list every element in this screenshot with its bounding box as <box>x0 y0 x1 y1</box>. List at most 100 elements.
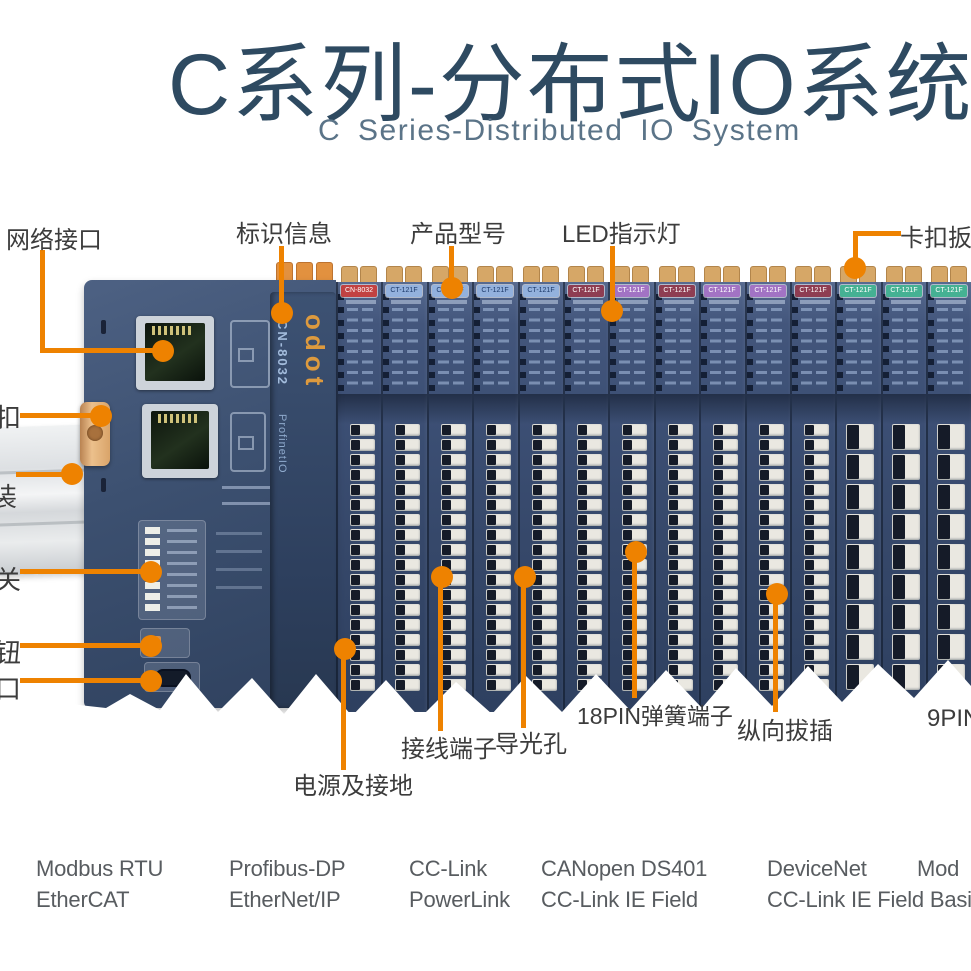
spring-terminal <box>846 634 874 660</box>
module-label: CT-121F <box>659 285 695 297</box>
module-subheader <box>664 300 694 304</box>
spring-terminal <box>713 499 738 511</box>
spring-terminal <box>486 604 511 616</box>
brand-logo: odot <box>300 314 330 391</box>
spring-terminal <box>350 604 375 616</box>
terminal-strip <box>395 424 420 694</box>
spring-terminal <box>395 619 420 631</box>
module-notches <box>338 294 344 394</box>
spring-terminal <box>395 604 420 616</box>
led-column <box>846 308 857 392</box>
dip-print <box>216 532 262 535</box>
callout-18pin-spring-terminal: 18PIN弹簧端子 <box>577 703 733 729</box>
callout-cut-zhuang: 装 <box>0 482 18 512</box>
bus-connector-tab <box>316 262 333 281</box>
callout-line <box>20 678 144 683</box>
io-module-1: CT-121F <box>381 282 428 712</box>
coupler-side-face: CN-8032 ProfinetIO odot <box>270 292 336 708</box>
led-column <box>453 308 464 392</box>
spring-terminal <box>395 439 420 451</box>
module-notches <box>928 294 934 394</box>
spring-terminal <box>532 574 557 586</box>
spring-terminal <box>804 649 829 661</box>
spring-terminal <box>804 574 829 586</box>
led-column <box>619 308 630 392</box>
callout-line <box>521 583 526 728</box>
spring-terminal <box>713 544 738 556</box>
spring-terminal <box>759 529 784 541</box>
spring-terminal <box>804 634 829 646</box>
led-column <box>710 308 721 392</box>
protocol-cc-link: CC-Link <box>409 856 488 881</box>
led-column <box>574 308 585 392</box>
spring-terminal <box>713 484 738 496</box>
spring-terminal <box>759 469 784 481</box>
callout-cut-niu: 钮 <box>0 638 22 668</box>
module-subheader <box>528 300 558 304</box>
spring-terminal <box>759 454 784 466</box>
spring-terminal <box>937 604 965 630</box>
io-module-5: CT-121F <box>563 282 610 712</box>
spring-terminal <box>441 424 466 436</box>
module-subheader <box>437 300 467 304</box>
callout-dot <box>766 583 788 605</box>
spring-terminal <box>395 529 420 541</box>
rj45-pins <box>158 414 198 423</box>
module-label: CT-121F <box>931 285 967 297</box>
spring-terminal <box>441 589 466 601</box>
spring-terminal <box>804 469 829 481</box>
spring-terminal <box>441 484 466 496</box>
module-label: CT-121F <box>704 285 740 297</box>
module-notches <box>792 294 798 394</box>
spring-terminal <box>713 574 738 586</box>
spring-terminal <box>713 424 738 436</box>
spring-terminal <box>668 619 693 631</box>
module-subheader <box>482 300 512 304</box>
spring-terminal <box>668 424 693 436</box>
spring-terminal <box>713 529 738 541</box>
spring-terminal <box>937 424 965 450</box>
spring-terminal <box>486 559 511 571</box>
spring-terminal <box>350 559 375 571</box>
knob-hole <box>87 425 103 441</box>
spring-terminal <box>532 649 557 661</box>
spring-terminal <box>622 529 647 541</box>
module-step-shadow <box>565 394 610 424</box>
spring-terminal <box>532 439 557 451</box>
callout-dot <box>844 257 866 279</box>
spring-terminal <box>532 634 557 646</box>
spring-terminal <box>395 649 420 661</box>
callout-power-ground: 电源及接地 <box>293 773 413 800</box>
spring-terminal <box>441 454 466 466</box>
spring-terminal <box>668 514 693 526</box>
callout-line <box>341 655 346 770</box>
coupler-bus-text: ProfinetIO <box>276 414 288 474</box>
module-label: CT-121F <box>613 285 649 297</box>
spring-terminal <box>486 574 511 586</box>
spring-terminal <box>395 574 420 586</box>
spring-terminal <box>486 634 511 646</box>
spring-terminal <box>350 574 375 586</box>
spring-terminal <box>532 499 557 511</box>
io-module-3: CT-121F <box>472 282 519 712</box>
dip-print <box>216 568 262 571</box>
callout-dot <box>140 635 162 657</box>
spring-terminal <box>892 544 920 570</box>
spring-terminal <box>350 664 375 676</box>
module-notches <box>520 294 526 394</box>
spring-terminal <box>846 514 874 540</box>
rj45-port-2 <box>142 404 218 478</box>
module-step-shadow <box>383 394 428 424</box>
spring-terminal <box>892 484 920 510</box>
spring-terminal <box>441 499 466 511</box>
led-column <box>498 308 509 392</box>
io-module-12: CT-121F <box>881 282 928 712</box>
spring-terminal <box>486 439 511 451</box>
coupler-model-text: CN-8032 <box>275 320 290 387</box>
dip-legend <box>167 529 197 613</box>
io-module-11: CT-121F <box>835 282 882 712</box>
vent-slot <box>101 320 106 334</box>
spring-terminal <box>713 439 738 451</box>
callout-clip-wrench: 卡扣扳手 <box>900 225 971 252</box>
spring-terminal <box>846 454 874 480</box>
